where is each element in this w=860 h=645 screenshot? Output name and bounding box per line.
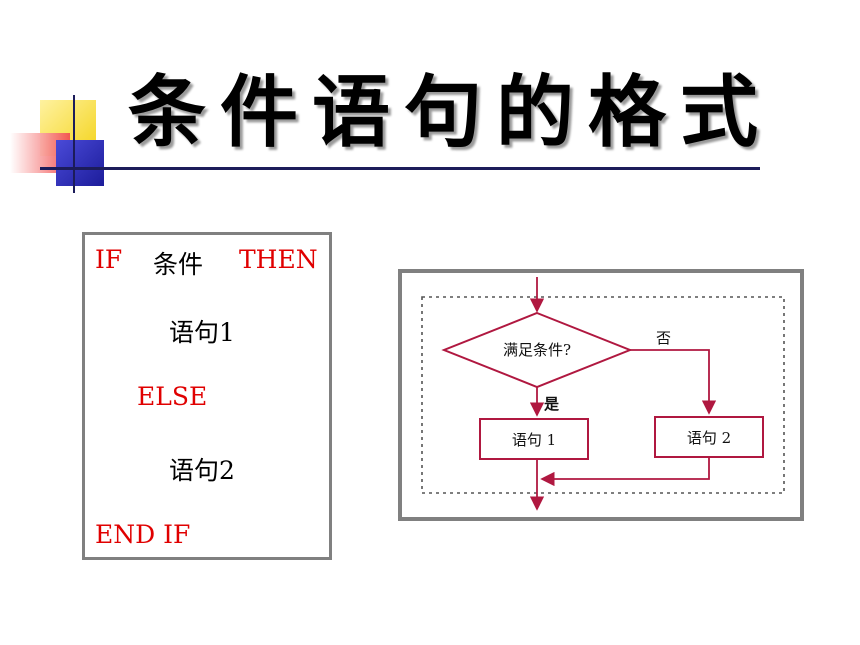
end-if-keyword: END IF [95, 520, 191, 549]
decision-text: 满足条件? [503, 341, 571, 359]
logo-vertical-line [73, 95, 75, 193]
condition-text: 条件 [153, 250, 204, 279]
page-title: 条件语句的格式 [128, 68, 773, 158]
code-syntax-box: IF 条件 THEN 语句1 ELSE 语句2 END IF [82, 232, 332, 560]
yes-label: 是 [543, 395, 560, 413]
then-keyword: THEN [239, 245, 318, 274]
statement2-box-text: 语句 2 [687, 429, 731, 447]
dashed-frame [421, 296, 785, 494]
merge-arrow [540, 457, 710, 487]
statement2-box [654, 416, 764, 458]
title-underline [40, 167, 760, 170]
logo-blue-square [56, 140, 104, 186]
statement1-text: 语句1 [169, 318, 235, 347]
if-keyword: IF [95, 245, 123, 274]
no-label: 否 [656, 329, 671, 347]
no-arrow [630, 349, 717, 415]
statement1-box [479, 418, 589, 460]
flowchart-diagram: 满足条件? 是 否 语句 1 语句 2 [421, 277, 785, 511]
flowchart-box: 满足条件? 是 否 语句 1 语句 2 [398, 269, 804, 521]
statement1-box-text: 语句 1 [512, 431, 556, 449]
else-keyword: ELSE [137, 382, 208, 411]
statement2-text: 语句2 [169, 456, 235, 485]
